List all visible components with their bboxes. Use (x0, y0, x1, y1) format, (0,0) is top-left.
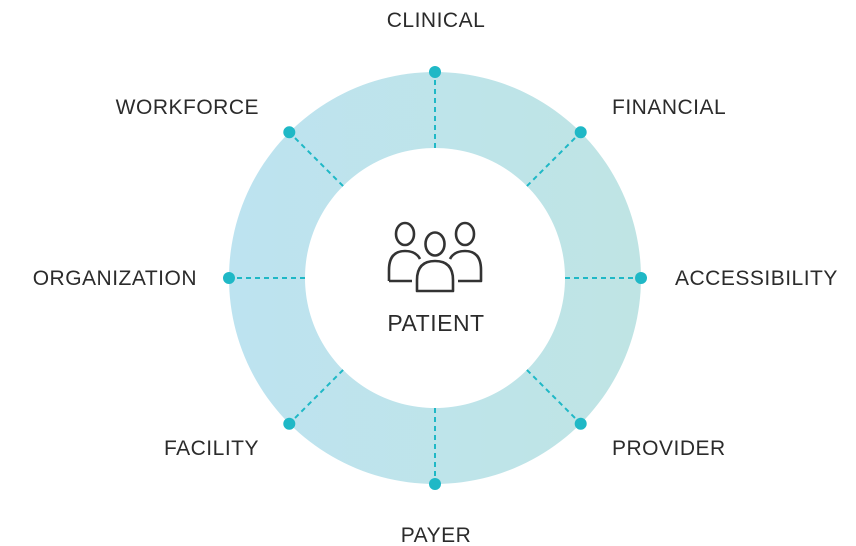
segment-label-payer: PAYER (401, 524, 472, 546)
segment-label-organization: ORGANIZATION (33, 267, 197, 290)
dot-workforce (283, 126, 296, 139)
spoke-group (229, 72, 641, 484)
spoke-financial (526, 131, 582, 187)
people-group-icon (387, 221, 483, 293)
segment-label-facility: FACILITY (164, 437, 259, 460)
dot-financial (574, 126, 587, 139)
segment-label-financial: FINANCIAL (612, 96, 726, 119)
segment-label-provider: PROVIDER (612, 437, 726, 460)
segment-label-workforce: WORKFORCE (116, 96, 259, 119)
dot-clinical (429, 66, 441, 78)
dot-organization (223, 272, 235, 284)
outer-ring (228, 72, 641, 485)
center-label-patient: PATIENT (387, 310, 484, 336)
dot-payer (429, 478, 441, 490)
spoke-workforce (288, 131, 344, 187)
dot-accessibility (635, 272, 647, 284)
segment-label-clinical: CLINICAL (387, 9, 486, 32)
dot-facility (283, 417, 296, 430)
spoke-provider (526, 369, 582, 425)
segment-label-accessibility: ACCESSIBILITY (675, 267, 838, 290)
spoke-facility (288, 369, 344, 425)
dot-group (223, 66, 647, 490)
dot-provider (574, 417, 587, 430)
